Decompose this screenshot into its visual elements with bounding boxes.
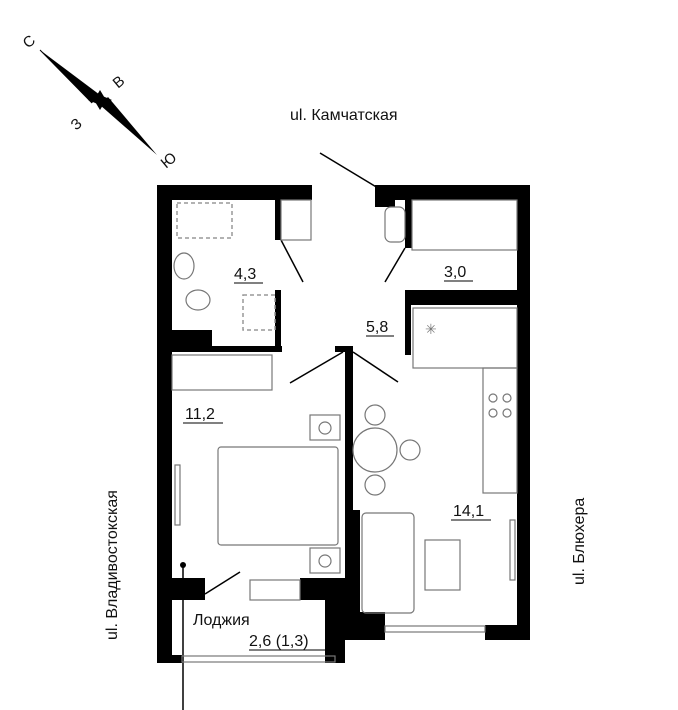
street-left: ul. Владивостокская [104, 490, 121, 640]
area-living-kitchen: 14,1 [453, 503, 484, 520]
loggia-name: Лоджия [193, 612, 250, 629]
area-hall: 5,8 [366, 319, 388, 336]
street-right: ul. Блюхера [571, 498, 588, 585]
doors [204, 239, 406, 595]
area-wardrobe: 3,0 [444, 264, 466, 281]
furniture: ✳ [171, 199, 518, 614]
compass-east: В [110, 73, 129, 92]
svg-text:✳: ✳ [425, 322, 437, 338]
windows [174, 464, 516, 663]
area-loggia: 2,6 (1,3) [249, 633, 309, 650]
area-bedroom: 11,2 [185, 406, 215, 423]
street-top: ul. Камчатская [290, 107, 398, 124]
walls [157, 185, 530, 663]
compass-west: З [68, 115, 86, 134]
area-bathroom: 4,3 [234, 266, 256, 283]
compass-south: Ю [158, 149, 181, 172]
compass-rose-icon [39, 49, 157, 155]
compass-north: С [20, 32, 39, 52]
